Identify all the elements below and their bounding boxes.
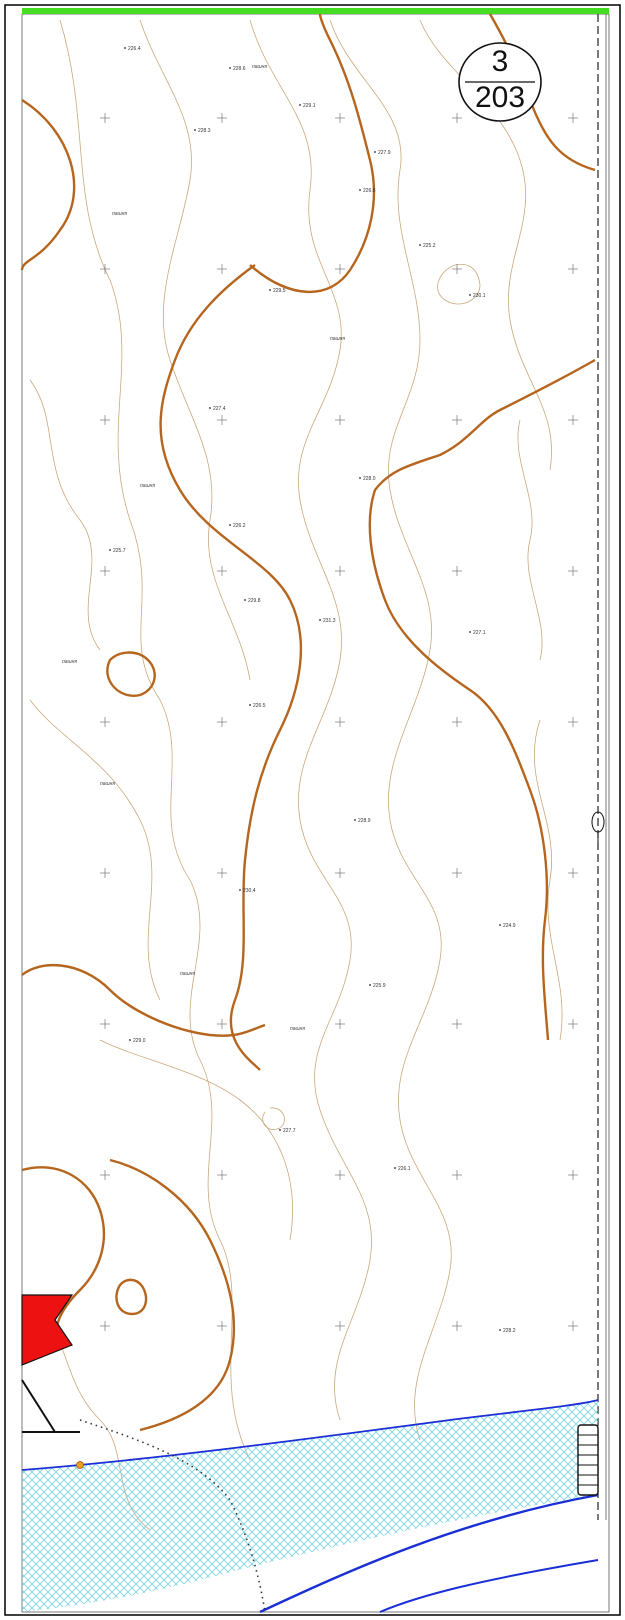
spot-height-label: 231.3 [323,618,336,624]
right-boundary [597,14,607,1520]
land-use-label: пашня [100,781,115,787]
contour-lines [29,19,563,1531]
survey-point-marker [76,1461,84,1469]
spot-height-label: 228.9 [358,818,371,824]
land-use-label: пашня [62,659,77,665]
spot-height-dot [499,1329,501,1331]
spot-height-label: 229.5 [273,288,286,294]
dotted-path [79,1419,266,1613]
spot-height-dot [419,244,421,246]
spot-height-label: 228.2 [503,1328,516,1334]
grid-crosses [100,113,578,1331]
water-body [21,1399,599,1614]
spot-height-dot [359,189,361,191]
spot-height-dot [129,1039,131,1041]
spot-height-dot [499,924,501,926]
spot-height-dot [209,407,211,409]
spot-height-dot [394,1167,396,1169]
spot-height-label: 229.8 [248,598,261,604]
spot-height-dot [269,289,271,291]
map-frame [4,4,621,1616]
spot-height-label: 227.9 [378,150,391,156]
land-use-label: пашня [140,483,155,489]
land-use-label: пашня [290,1026,305,1032]
spot-height-label: 225.2 [423,243,436,249]
spot-height-dot [369,984,371,986]
bridge-symbol [577,1424,599,1496]
spot-height-label: 224.9 [503,923,516,929]
spot-height-label: 227.1 [473,630,486,636]
spot-height-dot [354,819,356,821]
spot-height-label: 228.0 [363,476,376,482]
sheet-badge-ellipse [458,42,542,122]
spot-height-dot [469,631,471,633]
land-labels: пашня пашня пашня пашня пашня пашня пашня пашня [62,64,345,1032]
red-flag-icon[interactable] [21,1294,80,1433]
spot-height-dot [194,129,196,131]
spot-height-dot [359,477,361,479]
spot-height-label: 225.7 [113,548,126,554]
spot-height-dot [299,104,301,106]
spot-height-dot [239,889,241,891]
spot-height-dot [124,47,126,49]
top-boundary-strip [22,8,609,14]
spot-height-label: 228.6 [233,66,246,72]
spot-height-dot [469,294,471,296]
spot-height-dot [109,549,111,551]
spot-height-label: 226.4 [128,46,141,52]
land-use-label: пашня [330,336,345,342]
spot-height-label: 228.3 [198,128,211,134]
spot-height-label: 229.0 [133,1038,146,1044]
spot-height-label: 230.4 [243,888,256,894]
spot-height-dot [244,599,246,601]
spot-height-dot [319,619,321,621]
land-use-label: пашня [180,971,195,977]
map-inner-frame [21,13,610,1613]
spot-height-label: 226.2 [233,523,246,529]
tree-icon [591,811,605,842]
spot-height-label: 226.8 [363,188,376,194]
spot-height-label: 230.1 [473,293,486,299]
spot-height-label: 227.7 [283,1128,296,1134]
spot-height-dot [229,67,231,69]
spot-height-label: 226.5 [253,703,266,709]
land-use-label: пашня [112,211,127,217]
spot-height-dot [279,1129,281,1131]
spot-height-label: 227.4 [213,406,226,412]
land-use-label: пашня [252,64,267,70]
spot-height-dot [249,704,251,706]
spot-height-label: 226.1 [398,1166,411,1172]
spot-height-dot [229,524,231,526]
spot-height-label: 229.1 [303,103,316,109]
spot-heights: 226.4 228.6 229.1 228.3 227.9 226.8 225.2 229.5… [109,46,516,1334]
spot-height-dot [374,151,376,153]
spot-height-label: 225.9 [373,983,386,989]
